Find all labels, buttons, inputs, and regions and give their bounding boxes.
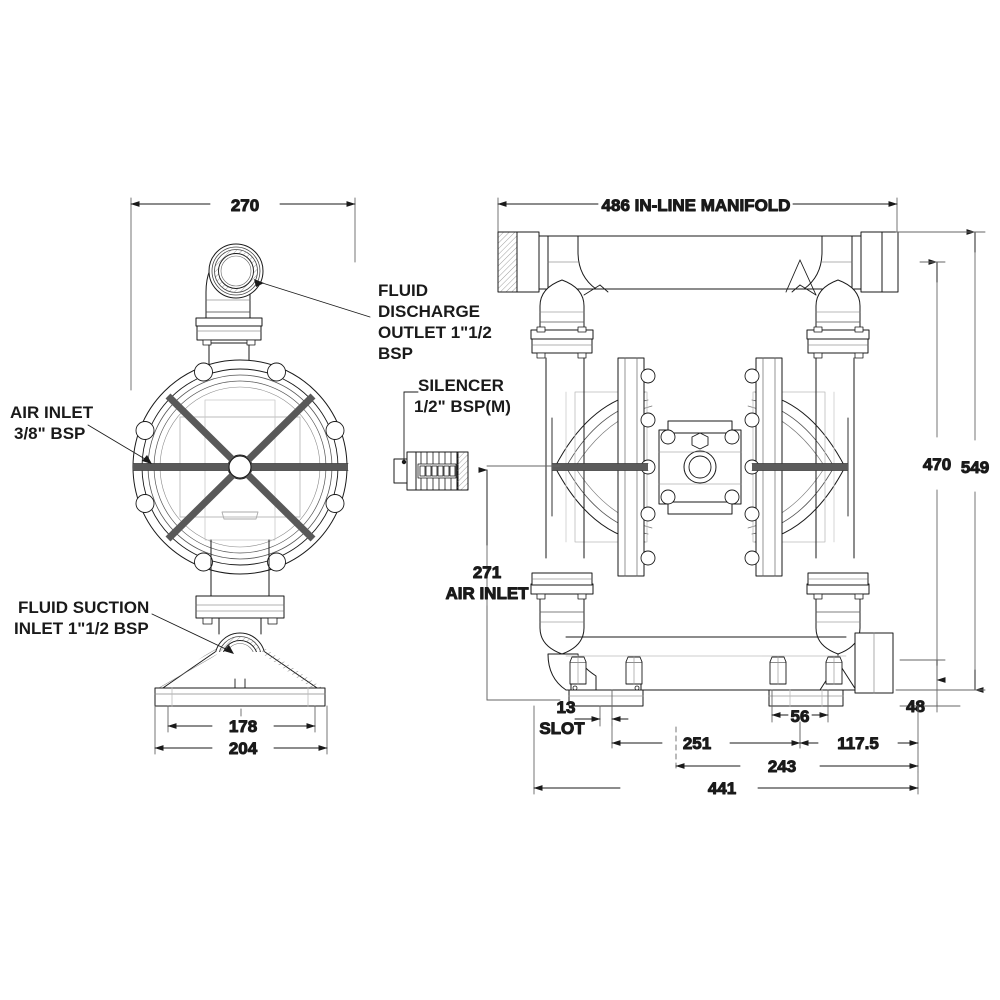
callout-suction-line1: FLUID SUCTION bbox=[18, 598, 149, 617]
dimension-271 bbox=[478, 465, 561, 701]
air-inlet-271-label: AIR INLET bbox=[445, 584, 529, 603]
callout-discharge-line4: BSP bbox=[378, 344, 413, 363]
dimension-270 bbox=[130, 197, 356, 391]
leader-suction bbox=[151, 613, 234, 654]
dimension-204-label: 204 bbox=[229, 739, 258, 758]
dimension-56 bbox=[771, 689, 829, 723]
callout-suction-line2: INLET 1"1/2 BSP bbox=[14, 619, 149, 638]
callout-discharge-line1: FLUID bbox=[378, 281, 428, 300]
leader-silencer bbox=[401, 391, 419, 465]
dimension-178 bbox=[167, 705, 316, 733]
foot-left bbox=[568, 656, 644, 707]
dimension-270-label: 270 bbox=[231, 196, 259, 215]
callout-silencer: SILENCER 1/2" BSP(M) bbox=[414, 376, 511, 416]
callout-air-inlet-line1: AIR INLET bbox=[10, 403, 94, 422]
base-foot bbox=[154, 649, 326, 707]
callout-silencer-line1: SILENCER bbox=[418, 376, 504, 395]
dimension-13-slot bbox=[574, 689, 629, 727]
right-front-view: 486 IN-LINE MANIFOLD bbox=[393, 196, 990, 799]
dimension-549 bbox=[895, 229, 986, 693]
callout-silencer-line2: 1/2" BSP(M) bbox=[414, 397, 511, 416]
left-end-view: 270 bbox=[87, 196, 371, 759]
callout-discharge-line3: OUTLET 1"1/2 bbox=[378, 323, 492, 342]
centre-air-valve bbox=[658, 420, 742, 515]
callout-discharge-line2: DISCHARGE bbox=[378, 302, 480, 321]
callout-fluid-suction: FLUID SUCTION INLET 1"1/2 BSP bbox=[14, 598, 149, 638]
silencer-detail bbox=[393, 451, 469, 491]
callout-air-inlet: AIR INLET 3/8" BSP bbox=[10, 403, 94, 443]
dimension-243 bbox=[675, 726, 919, 773]
dimension-486-label: 486 IN-LINE MANIFOLD bbox=[602, 196, 791, 215]
dimension-470 bbox=[919, 259, 946, 683]
dimension-549-label: 549 bbox=[961, 458, 989, 477]
discharge-port bbox=[205, 243, 264, 331]
dimension-204 bbox=[154, 705, 328, 755]
dimension-470-label: 470 bbox=[923, 455, 951, 474]
dimension-48-label: 48 bbox=[906, 697, 925, 716]
dimension-486 bbox=[497, 197, 898, 237]
foot-right bbox=[768, 656, 844, 707]
suction-neck-flange bbox=[195, 539, 285, 635]
callout-air-inlet-line2: 3/8" BSP bbox=[14, 424, 85, 443]
dimension-117-5 bbox=[799, 705, 919, 749]
dimension-271-label: 271 bbox=[473, 563, 501, 582]
shaft-hub bbox=[228, 455, 252, 479]
dimension-56-label: 56 bbox=[791, 707, 810, 726]
leader-air-inlet bbox=[87, 424, 152, 464]
dimension-117-5-label: 117.5 bbox=[837, 734, 879, 753]
dimension-13-label: 13 bbox=[557, 698, 576, 717]
dimension-441 bbox=[533, 705, 919, 795]
dimension-251-label: 251 bbox=[683, 734, 711, 753]
dimension-48 bbox=[899, 659, 961, 713]
dimension-243-label: 243 bbox=[768, 757, 796, 776]
leader-discharge bbox=[254, 279, 371, 318]
dimension-441-label: 441 bbox=[708, 779, 736, 798]
dimension-178-label: 178 bbox=[229, 717, 257, 736]
slot-label: SLOT bbox=[539, 719, 585, 738]
callout-fluid-discharge: FLUID DISCHARGE OUTLET 1"1/2 BSP bbox=[378, 281, 492, 363]
